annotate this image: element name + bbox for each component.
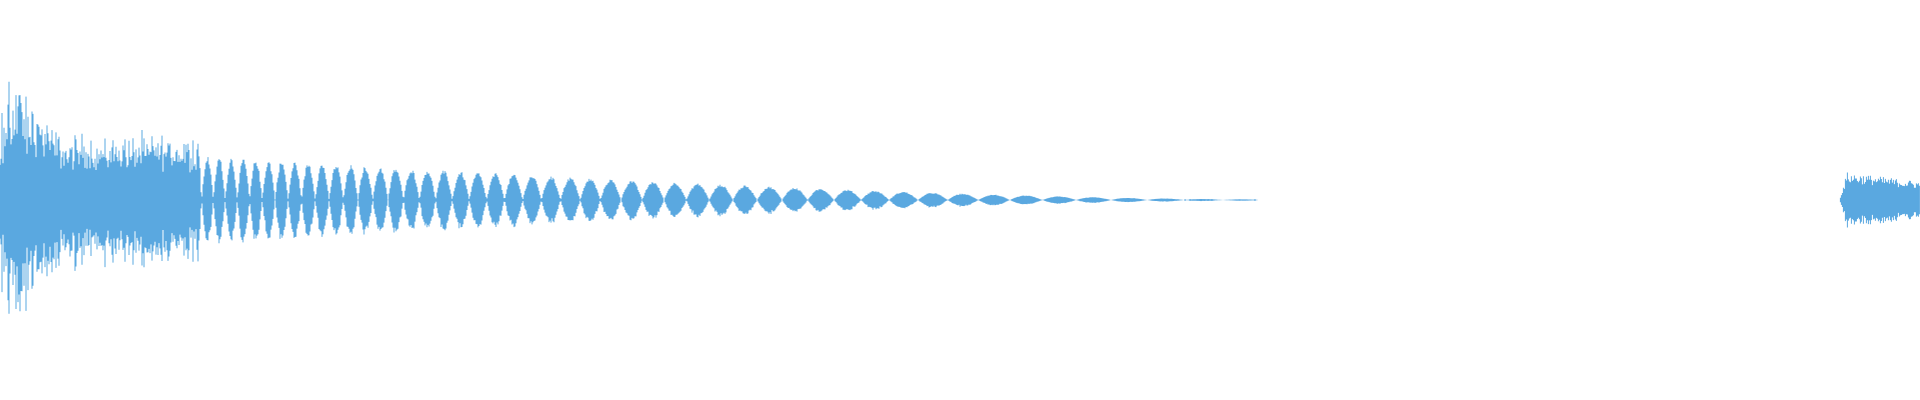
waveform-second-burst [1839, 172, 1920, 228]
waveform-trace [0, 81, 1920, 314]
waveform-tail-specks [1184, 199, 1256, 201]
waveform-main-segment [0, 81, 1258, 314]
